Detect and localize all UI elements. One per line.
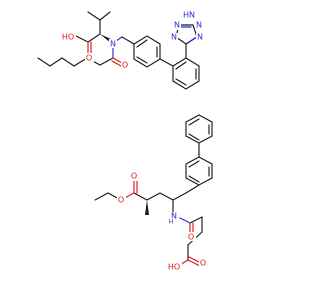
- bond: [37, 57, 51, 67]
- bond: [133, 192, 148, 201]
- bond: [136, 56, 148, 64]
- benzene-ring: [185, 156, 213, 186]
- bond: [49, 57, 63, 67]
- label-bg: [187, 232, 196, 241]
- bond: [188, 175, 200, 183]
- chemical-structure-diagram: HN N N N N HO O N O O O N H O HO O: [37, 10, 213, 272]
- bond: [73, 57, 88, 67]
- bond: [175, 78, 187, 86]
- bond: [188, 133, 200, 141]
- bond: [94, 192, 109, 201]
- label-bg: [173, 21, 181, 30]
- bond: [112, 57, 123, 64]
- bond: [87, 33, 101, 43]
- bond: [188, 118, 200, 126]
- label-bg: [199, 258, 208, 267]
- bond: [185, 184, 200, 194]
- atom-label-o: O: [122, 61, 128, 70]
- label-bg: [130, 172, 139, 181]
- bond: [187, 259, 201, 267]
- valsartan-molecule: [37, 11, 200, 90]
- atom-label-n: N: [171, 212, 177, 221]
- wedge-bond: [145, 200, 149, 215]
- label-bg: [196, 33, 204, 42]
- bond: [99, 11, 111, 21]
- bond: [179, 217, 191, 224]
- atom-labels: HN N N N N HO O N O O O N H O HO O: [60, 10, 208, 272]
- bond: [188, 37, 196, 43]
- label-bg: [109, 39, 117, 48]
- bond: [172, 192, 187, 201]
- atom-label-o: O: [131, 172, 137, 181]
- bond: [99, 57, 114, 66]
- atom-label-n: N: [171, 33, 177, 42]
- sacubitril-molecule: [94, 114, 213, 267]
- label-bg: [121, 60, 130, 69]
- bond: [61, 57, 75, 67]
- label-bg: [60, 32, 76, 41]
- atom-label-hn: HN: [183, 11, 195, 20]
- bond: [159, 58, 174, 67]
- atom-label-n: N: [110, 40, 116, 49]
- bond: [189, 216, 203, 224]
- atom-label-h: H: [169, 219, 174, 226]
- label-bg: [117, 195, 126, 204]
- atom-label-ho: HO: [62, 33, 74, 42]
- bond: [111, 60, 122, 67]
- bond: [175, 61, 187, 70]
- label-bg: [85, 53, 94, 62]
- bond: [121, 36, 135, 45]
- atom-label-n: N: [174, 21, 180, 30]
- atom-label-o: O: [118, 196, 124, 205]
- atom-label-o: O: [86, 54, 92, 63]
- atom-label-ho: HO: [168, 263, 180, 272]
- bond: [87, 11, 101, 21]
- atom-label-o: O: [188, 233, 194, 242]
- benzene-ring: [185, 114, 213, 144]
- label-bg: [195, 21, 203, 30]
- atom-label-n: N: [197, 33, 203, 42]
- bond: [75, 35, 89, 43]
- bond: [136, 39, 148, 48]
- bond: [159, 192, 174, 201]
- atom-label-n: N: [196, 21, 202, 30]
- label-bg: [182, 10, 196, 19]
- label-bg: [168, 212, 178, 221]
- atom-label-o: O: [200, 259, 206, 268]
- label-bg: [166, 262, 182, 271]
- bond: [146, 192, 161, 201]
- bond: [188, 160, 200, 168]
- label-bg: [170, 33, 178, 42]
